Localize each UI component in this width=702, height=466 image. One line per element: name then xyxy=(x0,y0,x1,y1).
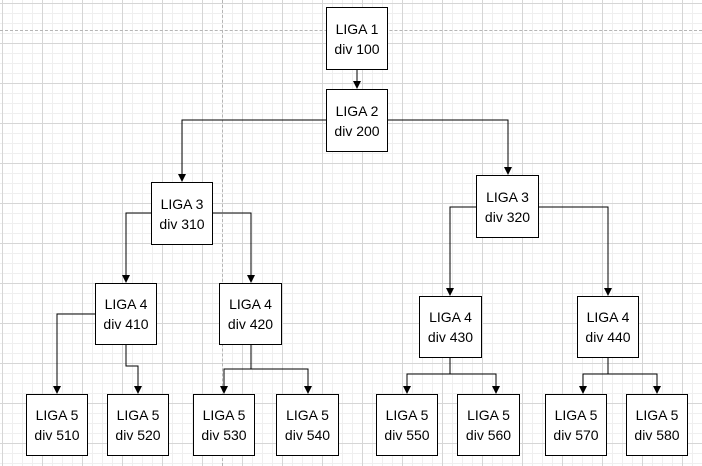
node-title: LIGA 5 xyxy=(554,407,598,423)
node-division: div 100 xyxy=(334,40,380,57)
node-title: LIGA 5 xyxy=(35,407,79,423)
node-division: div 410 xyxy=(103,316,149,332)
node-title: LIGA 3 xyxy=(486,188,529,205)
edge-310-420 xyxy=(213,212,255,283)
edge-440-570 xyxy=(579,358,609,394)
node-title: LIGA 4 xyxy=(429,309,472,325)
node-title: LIGA 4 xyxy=(229,296,272,312)
edge-420-530 xyxy=(220,345,252,394)
edge-410-520 xyxy=(125,345,142,394)
node-liga4-div440[interactable]: LIGA 4 div 440 xyxy=(577,296,639,358)
node-title: LIGA 5 xyxy=(286,407,329,423)
node-title: LIGA 1 xyxy=(335,20,379,37)
node-liga3-div320[interactable]: LIGA 3 div 320 xyxy=(476,175,539,238)
node-liga5-div570[interactable]: LIGA 5 div 570 xyxy=(545,394,607,456)
node-division: div 520 xyxy=(115,427,161,443)
node-division: div 550 xyxy=(384,427,430,443)
node-title: LIGA 2 xyxy=(335,102,379,119)
edge-l2-l3-310 xyxy=(178,119,326,182)
node-liga5-div580[interactable]: LIGA 5 div 580 xyxy=(626,394,688,456)
vertical-guide-line xyxy=(222,0,223,466)
edge-320-440 xyxy=(539,206,612,296)
node-liga4-div430[interactable]: LIGA 4 div 430 xyxy=(419,296,482,358)
edge-410-510 xyxy=(53,313,95,394)
node-liga4-div420[interactable]: LIGA 4 div 420 xyxy=(219,283,282,345)
node-liga5-div510[interactable]: LIGA 5 div 510 xyxy=(26,394,88,456)
node-division: div 200 xyxy=(334,122,380,139)
node-division: div 560 xyxy=(465,427,512,443)
node-division: div 430 xyxy=(427,329,474,345)
node-liga3-div310[interactable]: LIGA 3 div 310 xyxy=(151,182,213,245)
node-liga5-div540[interactable]: LIGA 5 div 540 xyxy=(276,394,339,456)
edge-430-560 xyxy=(450,373,500,394)
node-title: LIGA 5 xyxy=(116,407,160,423)
node-division: div 580 xyxy=(634,427,680,443)
node-title: LIGA 5 xyxy=(467,407,510,423)
node-title: LIGA 5 xyxy=(635,407,679,423)
node-liga5-div520[interactable]: LIGA 5 div 520 xyxy=(107,394,169,456)
node-liga5-div550[interactable]: LIGA 5 div 550 xyxy=(376,394,438,456)
node-title: LIGA 5 xyxy=(385,407,429,423)
node-division: div 510 xyxy=(34,427,80,443)
node-division: div 530 xyxy=(201,427,247,443)
node-division: div 570 xyxy=(553,427,599,443)
edge-420-540 xyxy=(251,368,312,394)
node-division: div 310 xyxy=(159,215,205,232)
node-liga5-div530[interactable]: LIGA 5 div 530 xyxy=(193,394,255,456)
node-division: div 320 xyxy=(484,208,531,225)
node-liga2-div200[interactable]: LIGA 2 div 200 xyxy=(326,89,388,152)
edge-430-550 xyxy=(403,358,451,394)
node-liga5-div560[interactable]: LIGA 5 div 560 xyxy=(457,394,520,456)
node-liga1-div100[interactable]: LIGA 1 div 100 xyxy=(326,7,388,70)
node-title: LIGA 4 xyxy=(586,309,630,325)
node-title: LIGA 3 xyxy=(160,195,204,212)
edge-310-410 xyxy=(122,212,151,283)
edge-l2-l3-320 xyxy=(388,119,512,175)
node-division: div 420 xyxy=(227,316,274,332)
node-liga4-div410[interactable]: LIGA 4 div 410 xyxy=(95,283,157,345)
node-title: LIGA 5 xyxy=(202,407,246,423)
edge-440-580 xyxy=(608,373,661,394)
edge-320-430 xyxy=(446,206,476,296)
node-division: div 440 xyxy=(585,329,631,345)
node-division: div 540 xyxy=(284,427,331,443)
node-title: LIGA 4 xyxy=(104,296,148,312)
